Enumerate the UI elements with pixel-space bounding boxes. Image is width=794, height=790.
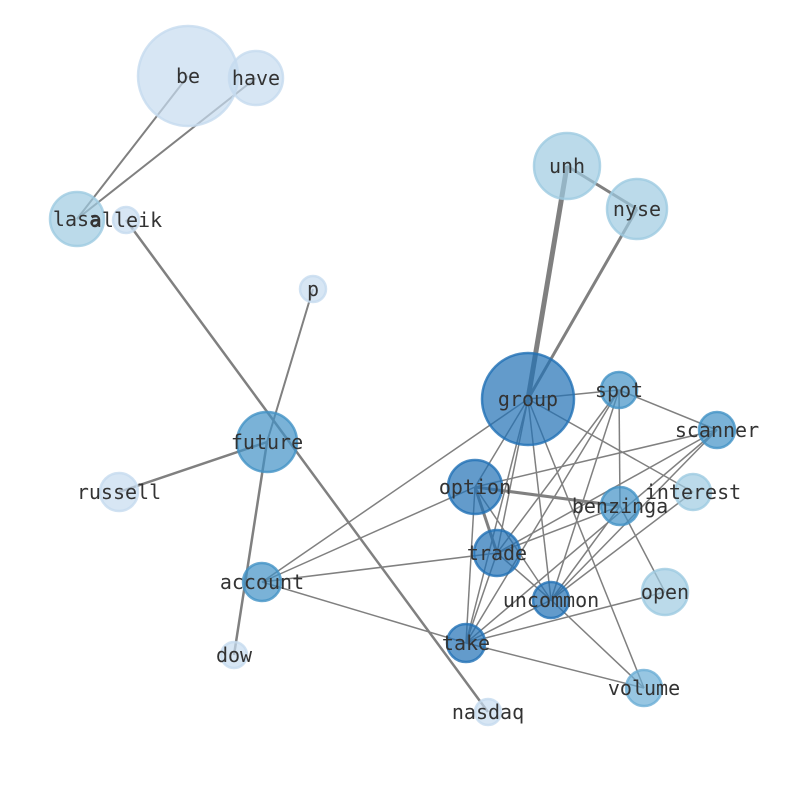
edge-uncommon-volume	[550, 599, 645, 689]
edge-alleik-nasdaq	[124, 219, 490, 713]
node-volume	[624, 668, 664, 708]
node-label-dow: dow	[216, 643, 253, 667]
node-account	[241, 561, 283, 603]
node-label-spot: spot	[595, 378, 643, 402]
node-label-uncommon: uncommon	[503, 588, 599, 612]
node-label-option: option	[439, 475, 511, 499]
node-nasdaq	[473, 697, 503, 727]
node-label-have: have	[232, 66, 280, 90]
node-trade	[472, 528, 522, 578]
node-label-nasdaq: nasdaq	[452, 700, 524, 724]
node-alleik	[111, 205, 141, 235]
edge-take-account	[261, 581, 467, 644]
edge-take-volume	[465, 642, 645, 689]
edge-uncommon-interest	[550, 491, 694, 601]
node-label-volume: volume	[608, 676, 680, 700]
node-dow	[219, 640, 249, 670]
node-label-russell: russell	[77, 480, 161, 504]
edge-spot-trade	[496, 389, 620, 554]
node-interest	[673, 472, 713, 512]
node-russell	[98, 471, 140, 513]
node-label-account: account	[220, 570, 304, 594]
node-label-alleik: alleik	[90, 208, 162, 232]
edge-take-open	[465, 591, 666, 644]
node-group	[480, 351, 576, 447]
node-label-interest: interest	[645, 480, 741, 504]
node-future	[235, 410, 299, 474]
node-label-p: p	[307, 277, 319, 301]
node-label-open: open	[641, 580, 689, 604]
node-label-unh: unh	[549, 154, 585, 178]
node-label-future: future	[231, 430, 303, 454]
node-label-trade: trade	[467, 541, 527, 565]
node-label-benzinga: benzinga	[572, 494, 668, 518]
edge-group-volume	[527, 398, 645, 689]
edge-scanner-take	[465, 429, 718, 644]
edge-group-account	[261, 398, 529, 583]
edge-spot-take	[465, 389, 620, 644]
edge-scanner-option	[474, 429, 718, 488]
node-take	[445, 622, 487, 664]
node-open	[640, 567, 690, 617]
node-benzinga	[599, 485, 641, 527]
node-label-group: group	[498, 387, 558, 411]
node-label-be: be	[176, 64, 200, 88]
node-label-scanner: scanner	[675, 418, 759, 442]
node-spot	[599, 370, 639, 410]
node-p	[298, 274, 328, 304]
edge-trade-account	[261, 552, 498, 583]
node-option	[446, 458, 504, 516]
node-have	[227, 49, 285, 107]
node-scanner	[697, 410, 737, 450]
node-lasa	[48, 190, 106, 248]
node-label-lasa: lasa	[53, 207, 101, 231]
node-nyse	[605, 177, 669, 241]
edge-spot-uncommon	[550, 389, 620, 601]
node-label-take: take	[442, 631, 490, 655]
node-label-nyse: nyse	[613, 197, 661, 221]
edge-future-dow	[232, 441, 269, 656]
edge-option-account	[261, 486, 476, 583]
node-uncommon	[531, 580, 571, 620]
node-unh	[532, 131, 602, 201]
